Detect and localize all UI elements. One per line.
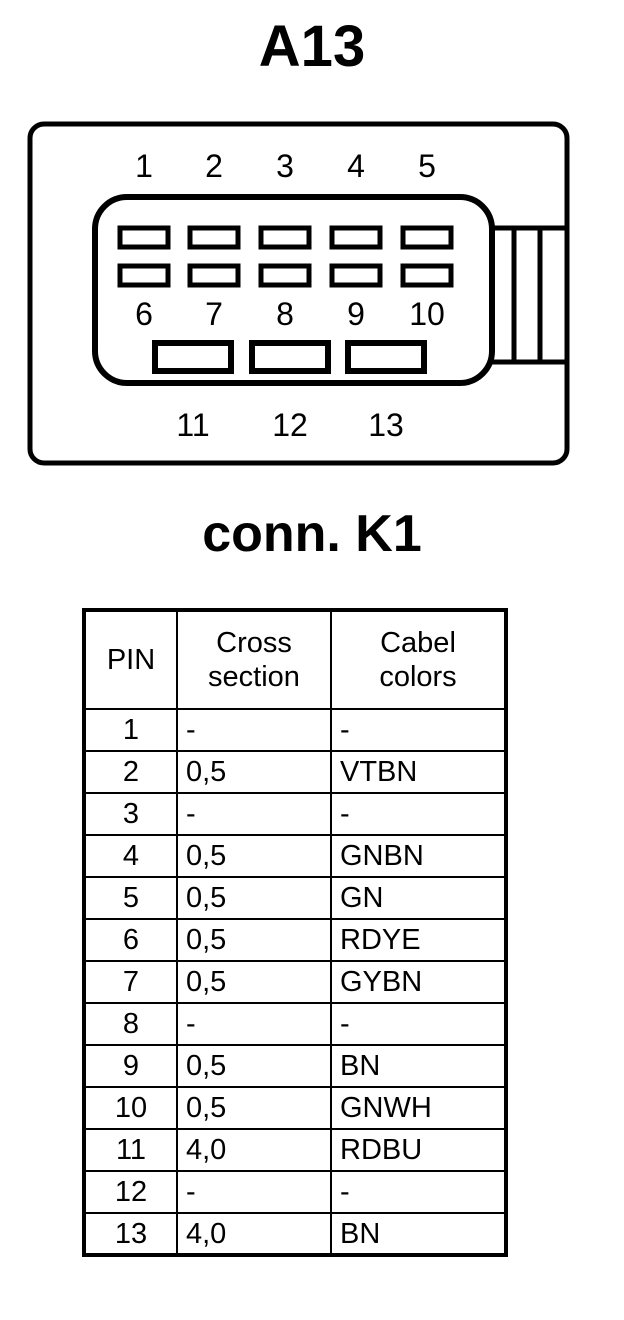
pin-number-13: 13 — [368, 407, 404, 443]
cell-pin: 5 — [83, 876, 178, 920]
column-header-cross-line1: Cross — [216, 627, 292, 659]
connector-name-title: conn. K1 — [202, 505, 422, 563]
pin-slot-6 — [117, 263, 171, 288]
pin-slot-5 — [400, 225, 454, 250]
pin-slot-10 — [400, 263, 454, 288]
cell-cross: - — [176, 1002, 332, 1046]
cell-pin: 12 — [83, 1170, 178, 1214]
cell-pin: 3 — [83, 792, 178, 836]
cell-pin: 7 — [83, 960, 178, 1004]
pin-slot-1 — [117, 225, 171, 250]
table-row: 12 - - — [83, 1170, 507, 1214]
cell-color: GYBN — [330, 960, 507, 1004]
cell-color: GNWH — [330, 1086, 507, 1130]
pin-slot-4 — [329, 225, 383, 250]
pin-number-1: 1 — [135, 148, 153, 184]
cell-color: RDBU — [330, 1128, 507, 1172]
pin-slot-row-middle — [117, 263, 454, 288]
cell-cross: - — [176, 708, 332, 752]
cell-pin: 13 — [83, 1212, 178, 1256]
pin-slot-7 — [187, 263, 241, 288]
pin-number-4: 4 — [347, 148, 365, 184]
cell-cross: 4,0 — [176, 1128, 332, 1172]
pin-number-10: 10 — [409, 296, 445, 332]
pin-assignment-table: PIN Cross section Cabel colors 1 - - 2 — [82, 608, 508, 1257]
table-row: 3 - - — [83, 792, 507, 836]
cell-pin: 10 — [83, 1086, 178, 1130]
cell-color: RDYE — [330, 918, 507, 962]
cell-cross: - — [176, 792, 332, 836]
cell-pin: 1 — [83, 708, 178, 752]
cell-pin: 8 — [83, 1002, 178, 1046]
column-header-pin: PIN — [83, 609, 178, 710]
column-header-color-line1: Cabel — [380, 627, 456, 659]
table-row: 7 0,5 GYBN — [83, 960, 507, 1004]
table-row: 13 4,0 BN — [83, 1212, 507, 1256]
cell-pin: 6 — [83, 918, 178, 962]
cell-color: BN — [330, 1212, 507, 1256]
connector-latch — [485, 225, 570, 365]
cell-pin: 11 — [83, 1128, 178, 1172]
pin-slot-2 — [187, 225, 241, 250]
column-header-pin-label: PIN — [106, 644, 156, 676]
cell-color: - — [330, 708, 507, 752]
pin-number-11: 11 — [176, 407, 210, 443]
pin-slot-row-top — [117, 225, 454, 250]
pin-slot-3 — [258, 225, 312, 250]
column-header-cross-line2: section — [208, 661, 300, 693]
pin-number-2: 2 — [205, 148, 223, 184]
pin-number-12: 12 — [272, 407, 308, 443]
cell-cross: - — [176, 1170, 332, 1214]
connector-drawing — [27, 121, 570, 466]
cell-cross: 0,5 — [176, 750, 332, 794]
cell-pin: 9 — [83, 1044, 178, 1088]
table-row: 5 0,5 GN — [83, 876, 507, 920]
page-title: A13 — [258, 14, 366, 79]
table-row: 10 0,5 GNWH — [83, 1086, 507, 1130]
cell-cross: 0,5 — [176, 834, 332, 878]
cell-pin: 2 — [83, 750, 178, 794]
pin-slot-row-bottom — [152, 340, 427, 374]
column-header-cable-colors: Cabel colors — [330, 609, 507, 710]
table-row: 6 0,5 RDYE — [83, 918, 507, 962]
cell-color: GNBN — [330, 834, 507, 878]
cell-color: - — [330, 792, 507, 836]
column-header-cross-section: Cross section — [176, 609, 332, 710]
pin-number-3: 3 — [276, 148, 294, 184]
table-row: 4 0,5 GNBN — [83, 834, 507, 878]
pin-number-5: 5 — [418, 148, 436, 184]
table-row: 8 - - — [83, 1002, 507, 1046]
pin-number-8: 8 — [276, 296, 294, 332]
cell-cross: 4,0 — [176, 1212, 332, 1256]
pin-slot-11 — [152, 340, 234, 374]
cell-pin: 4 — [83, 834, 178, 878]
cell-color: - — [330, 1170, 507, 1214]
pin-slot-8 — [258, 263, 312, 288]
cell-cross: 0,5 — [176, 918, 332, 962]
table-row: 2 0,5 VTBN — [83, 750, 507, 794]
table-row: 11 4,0 RDBU — [83, 1128, 507, 1172]
pin-slot-13 — [345, 340, 427, 374]
cell-color: - — [330, 1002, 507, 1046]
pin-number-6: 6 — [135, 296, 153, 332]
cell-cross: 0,5 — [176, 1044, 332, 1088]
pin-number-9: 9 — [347, 296, 365, 332]
table-row: 1 - - — [83, 708, 507, 752]
pin-number-7: 7 — [205, 296, 223, 332]
table-body: 1 - - 2 0,5 VTBN 3 - - 4 0,5 GNBN 5 0,5 — [83, 708, 507, 1256]
table-row: 9 0,5 BN — [83, 1044, 507, 1088]
pin-slot-9 — [329, 263, 383, 288]
column-header-color-line2: colors — [379, 661, 457, 693]
cell-color: VTBN — [330, 750, 507, 794]
cell-cross: 0,5 — [176, 1086, 332, 1130]
pin-slot-12 — [249, 340, 331, 374]
cell-cross: 0,5 — [176, 960, 332, 1004]
cell-color: GN — [330, 876, 507, 920]
cell-color: BN — [330, 1044, 507, 1088]
table-header-row: PIN Cross section Cabel colors — [83, 609, 507, 710]
cell-cross: 0,5 — [176, 876, 332, 920]
